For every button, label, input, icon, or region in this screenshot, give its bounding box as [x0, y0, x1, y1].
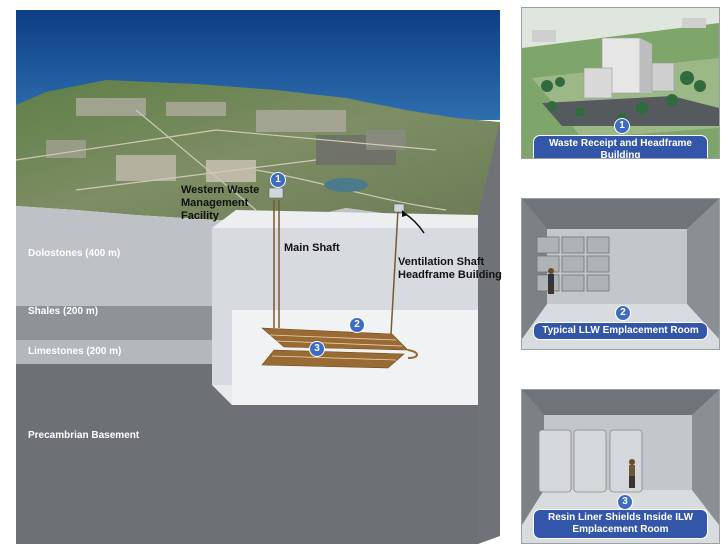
facility-label: Western Waste Management Facility	[181, 184, 260, 222]
worker-figure-ilw	[629, 459, 635, 488]
precambrian-label: Precambrian Basement	[28, 430, 140, 441]
waste-receipt-render	[522, 8, 719, 158]
ventilation-shaft-label: Ventilation Shaft Headframe Building	[398, 256, 502, 281]
pond	[324, 178, 368, 192]
panel-2-caption: Typical LLW Emplacement Room	[533, 322, 708, 340]
marker-1: 1	[270, 172, 286, 188]
geology-cutaway: 1 2 3 Western Waste Management Facility …	[15, 10, 502, 544]
panel-waste-receipt: 1 Waste Receipt and Headframe Building	[521, 7, 720, 159]
panel-2-number: 2	[615, 305, 631, 321]
dolostones-label: Dolostones (400 m)	[28, 248, 121, 259]
panel-ilw-room: 3 Resin Liner Shields Inside ILW Emplace…	[521, 389, 720, 544]
vent-shaft-line	[390, 209, 399, 335]
panel-llw-room: 2 Typical LLW Emplacement Room	[521, 198, 720, 350]
worker-figure	[548, 268, 554, 294]
panel-3-number: 3	[617, 494, 633, 510]
resin-liner-shields	[538, 429, 643, 493]
shales-label: Shales (200 m)	[28, 306, 99, 317]
panel-1-caption: Waste Receipt and Headframe Building	[533, 135, 708, 158]
panel-1-number: 1	[614, 118, 630, 134]
marker-3: 3	[309, 341, 325, 357]
ilw-room-render	[522, 390, 719, 543]
headframe-icon	[268, 187, 284, 199]
panel-3-caption: Resin Liner Shields Inside ILW Emplaceme…	[533, 509, 708, 539]
limestones-label: Limestones (200 m)	[28, 346, 122, 357]
main-shaft-label: Main Shaft	[284, 242, 340, 254]
marker-2: 2	[349, 317, 365, 333]
vent-building-icon	[393, 203, 405, 213]
rock-side-face	[478, 122, 500, 544]
